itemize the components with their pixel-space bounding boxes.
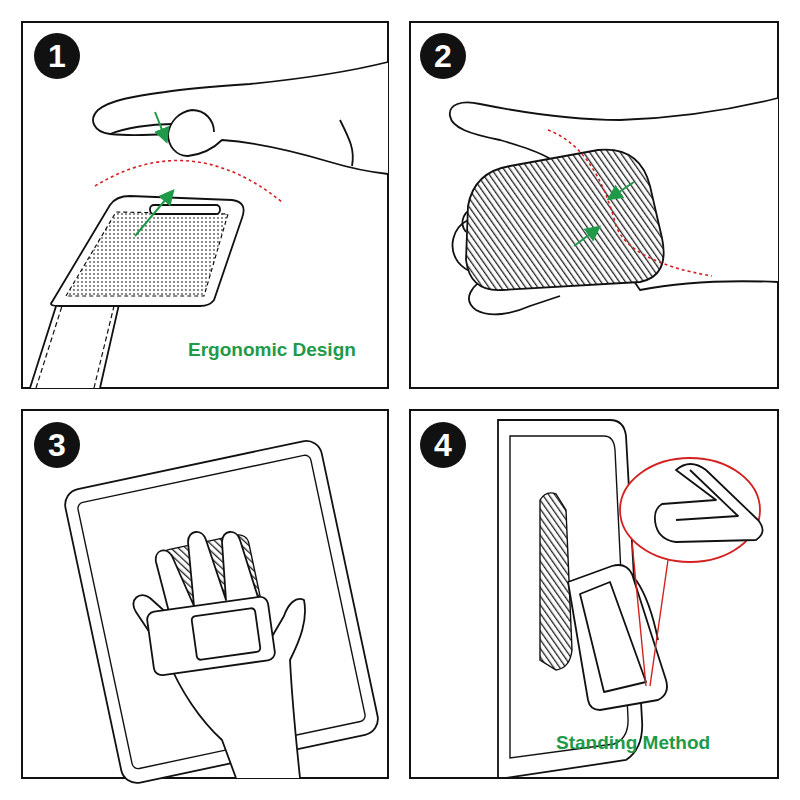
hand-outline (133, 532, 305, 778)
strap-closeup (655, 464, 763, 542)
caption-label: Standing Method (556, 733, 710, 754)
hand-drawing (133, 532, 305, 778)
pressure-arrow (135, 192, 172, 236)
zoom-detail (655, 464, 763, 542)
pressure-arrow (155, 112, 166, 140)
hand-drawing (93, 62, 388, 174)
strap-inner (580, 582, 646, 692)
zoom-leader (632, 542, 646, 686)
wrist-line (340, 120, 353, 166)
callout-number: 3 (34, 422, 80, 468)
callout-number: 2 (420, 33, 466, 79)
curve-guide (548, 130, 712, 276)
strap-pad (51, 196, 244, 306)
panel-frame (22, 22, 388, 388)
strap-loop (568, 565, 667, 710)
callout-number: 4 (420, 422, 466, 468)
velcro-area (66, 212, 228, 296)
callout-text: 3 (48, 429, 66, 461)
callout-number: 1 (34, 33, 80, 79)
panel-frames (22, 22, 778, 778)
strap-band (30, 300, 120, 388)
tablet-outline (62, 438, 381, 786)
strap-fold (676, 470, 738, 520)
hand-drawing (450, 98, 778, 314)
grip-pad (540, 493, 572, 670)
hand-outline (450, 98, 778, 290)
thumb-line (168, 110, 214, 134)
pressure-arrow (574, 228, 598, 246)
grip-pad (466, 150, 664, 290)
strap-buckle (191, 608, 261, 660)
hand-strap (146, 596, 276, 676)
callout-text: 2 (434, 40, 452, 72)
panel-frame (410, 410, 778, 778)
strap-stitch (36, 306, 114, 388)
stand-strap (568, 565, 667, 710)
pressure-arrow (610, 182, 634, 198)
tablet-drawing (62, 438, 381, 786)
zoom-leader (650, 560, 668, 686)
callout-text: 1 (48, 40, 66, 72)
callout-text: 4 (434, 429, 452, 461)
hand-outline (93, 62, 388, 174)
panel-frame (410, 22, 778, 388)
caption-label: Ergonomic Design (188, 340, 356, 361)
